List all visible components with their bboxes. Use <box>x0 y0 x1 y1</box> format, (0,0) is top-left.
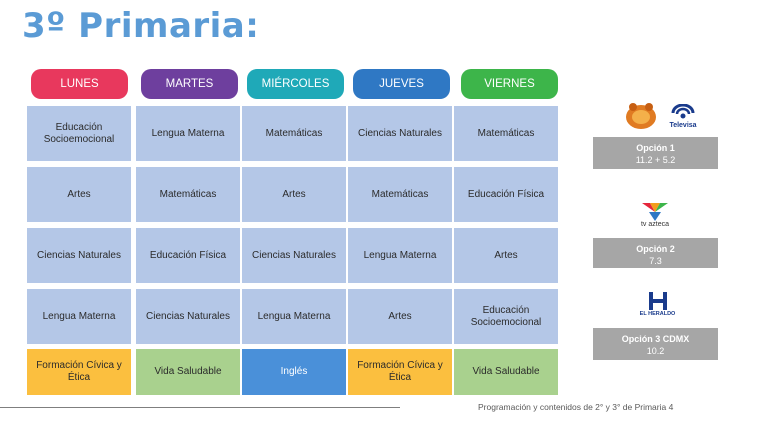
televisa-logo-icon <box>671 103 695 118</box>
option-2-box: Opción 2 7.3 <box>593 238 718 268</box>
schedule-cell: Artes <box>242 167 346 222</box>
day-header-2: MIÉRCOLES <box>247 69 344 99</box>
schedule-cell: Vida Saludable <box>454 349 558 395</box>
schedule-cell: Matemáticas <box>136 167 240 222</box>
schedule-cell: Matemáticas <box>348 167 452 222</box>
day-header-4: VIERNES <box>461 69 558 99</box>
el-heraldo-logo: EL HERALDO <box>630 288 685 320</box>
schedule-cell: Educación Socioemocional <box>27 106 131 161</box>
day-header-3: JUEVES <box>353 69 450 99</box>
schedule-cell: Matemáticas <box>454 106 558 161</box>
schedule-cell: Educación Socioemocional <box>454 289 558 344</box>
option-1-logos: Televisa <box>605 100 715 132</box>
day-header-0: LUNES <box>31 69 128 99</box>
el-heraldo-logo-icon <box>648 292 667 310</box>
schedule-cell: Matemáticas <box>242 106 346 161</box>
schedule-cell: Lengua Materna <box>348 228 452 283</box>
schedule-cell: Artes <box>348 289 452 344</box>
once-tv-logo-icon <box>626 103 657 129</box>
schedule-cell: Educación Física <box>454 167 558 222</box>
televisa-logo: Televisa <box>669 103 697 129</box>
option-1-box: Opción 1 11.2 + 5.2 <box>593 137 718 169</box>
footer-divider <box>0 407 400 408</box>
tv-azteca-logo-icon <box>642 202 668 221</box>
schedule-cell: Vida Saludable <box>136 349 240 395</box>
schedule-cell: Artes <box>27 167 131 222</box>
schedule-cell: Lengua Materna <box>242 289 346 344</box>
schedule-cell: Lengua Materna <box>136 106 240 161</box>
schedule-cell: Ciencias Naturales <box>136 289 240 344</box>
schedule-cell: Ciencias Naturales <box>242 228 346 283</box>
tv-azteca-logo: tv azteca <box>625 200 685 230</box>
footer-text: Programación y contenidos de 2° y 3° de … <box>478 402 674 412</box>
schedule-cell: Formación Cívica y Ética <box>27 349 131 395</box>
schedule-cell: Artes <box>454 228 558 283</box>
schedule-cell: Lengua Materna <box>27 289 131 344</box>
schedule-cell: Inglés <box>242 349 346 395</box>
page-title: 3º Primaria: <box>22 6 260 46</box>
option-3-box: Opción 3 CDMX 10.2 <box>593 328 718 360</box>
schedule-cell: Educación Física <box>136 228 240 283</box>
schedule-cell: Ciencias Naturales <box>27 228 131 283</box>
day-header-1: MARTES <box>141 69 238 99</box>
schedule-cell: Formación Cívica y Ética <box>348 349 452 395</box>
schedule-cell: Ciencias Naturales <box>348 106 452 161</box>
